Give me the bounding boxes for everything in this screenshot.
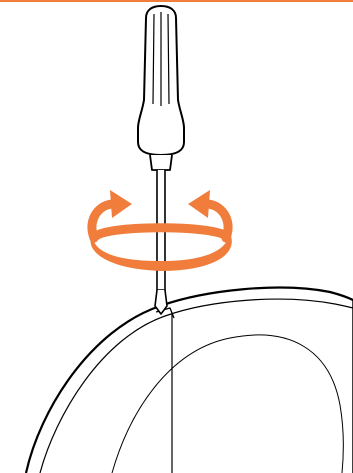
round-cover-icon: [24, 286, 353, 473]
cover-inner-rim: [39, 298, 353, 473]
cover-face-curve: [111, 334, 344, 473]
screwdriver-tip: [154, 289, 168, 315]
rotation-arrowhead-left: [110, 190, 132, 218]
rotation-arrowhead-right: [188, 190, 210, 218]
handle-rib: [167, 13, 170, 105]
rotation-band-back: [91, 223, 231, 241]
top-accent-rule: [0, 0, 353, 2]
handle-rib: [152, 13, 155, 105]
rotation-arrow-right: [203, 199, 233, 243]
cover-outer-rim: [24, 286, 353, 473]
rotate-arrows-icon: [87, 190, 233, 271]
screwdriver-ferrule: [149, 154, 173, 171]
rotation-arrow-left: [87, 199, 117, 243]
